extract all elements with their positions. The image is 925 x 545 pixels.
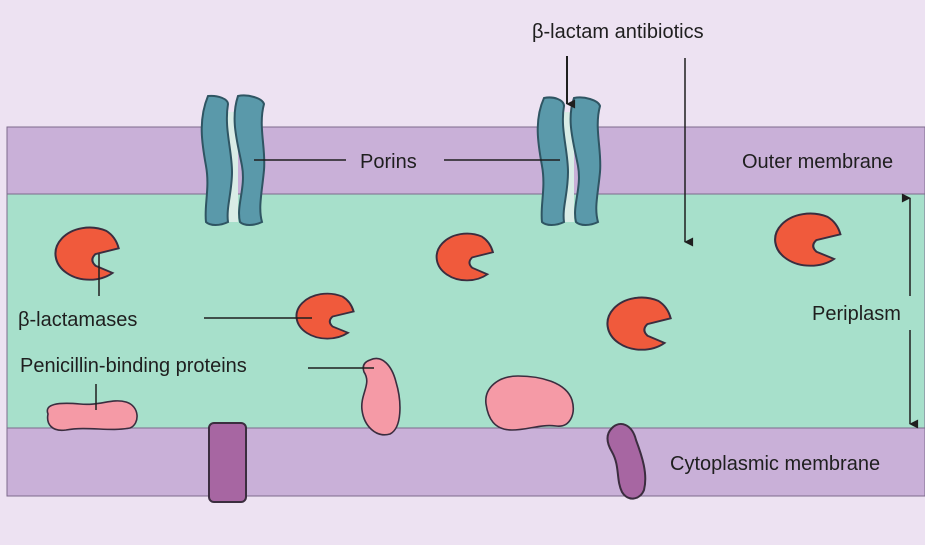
porin-channel-icon — [538, 97, 568, 225]
label-outer-membrane: Outer membrane — [742, 151, 893, 173]
label-porins: Porins — [360, 151, 417, 173]
label-beta-lactam-antibiotics: β-lactam antibiotics — [532, 21, 704, 43]
porin-right — [538, 97, 601, 225]
label-beta-lactamases: β-lactamases — [18, 309, 137, 331]
label-periplasm: Periplasm — [812, 303, 901, 325]
label-penicillin-binding-proteins: Penicillin-binding proteins — [20, 355, 247, 377]
transmembrane-protein-left — [209, 423, 246, 502]
porin-channel-icon — [202, 96, 232, 225]
pbp-1 — [47, 401, 137, 430]
label-cytoplasmic-membrane: Cytoplasmic membrane — [670, 453, 880, 475]
